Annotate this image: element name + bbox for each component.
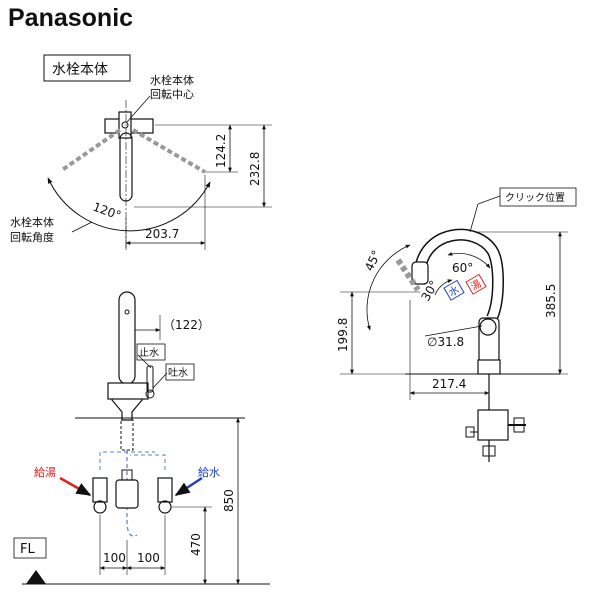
- dim-470: 470: [189, 533, 203, 556]
- rotation-angle-value: 120°: [91, 200, 123, 223]
- dim-232: 232.8: [248, 152, 262, 186]
- hot-supply-label: 給湯: [34, 465, 56, 479]
- rotation-arc: [47, 177, 211, 232]
- cold-supply-arrow: [174, 476, 203, 497]
- angle-60: 60°: [452, 261, 473, 275]
- floor-level-label: FL: [20, 542, 35, 557]
- side-connector: [477, 409, 509, 441]
- dim-100-left: 100: [103, 551, 126, 565]
- floor-marker: [26, 570, 46, 584]
- rotation-center-label-1: 水栓本体: [150, 73, 194, 87]
- dim-850: 850: [222, 489, 236, 512]
- water-badge: 水: [443, 279, 465, 301]
- pull-out-hose: [126, 450, 138, 537]
- rotation-center-label-2: 回転中心: [150, 88, 194, 101]
- lever-handle: [146, 365, 154, 393]
- cold-supply-valve: [157, 477, 173, 503]
- dim-199: 199.8: [336, 318, 350, 352]
- dim-100-right: 100: [137, 551, 160, 565]
- hot-supply-valve: [92, 477, 108, 503]
- rotation-angle-label-1: 水栓本体: [10, 215, 54, 229]
- rotation-angle-label-2: 回転角度: [10, 230, 54, 244]
- click-position-label: クリック位置: [505, 191, 565, 204]
- diameter-label: ∅31.8: [427, 335, 464, 349]
- dim-width-203: 203.7: [145, 227, 179, 241]
- stop-water-label: 止水: [139, 347, 159, 359]
- side-view: [340, 195, 568, 462]
- spout-front: [118, 291, 136, 385]
- angle-45: 45°: [362, 248, 384, 273]
- dim-124: 124.2: [214, 134, 228, 168]
- dim-385: 385.5: [544, 284, 558, 318]
- top-view-label-box: [43, 54, 131, 82]
- center-connector: [115, 479, 139, 509]
- front-view: [22, 291, 270, 585]
- spout-reach-dim: （122）: [163, 318, 210, 332]
- top-view-label: 水栓本体: [52, 62, 108, 78]
- top-view: [43, 54, 272, 250]
- discharge-label: 吐水: [168, 367, 188, 379]
- cold-supply-label: 給水: [198, 465, 220, 479]
- dim-217: 217.4: [432, 377, 466, 391]
- hot-supply-arrow: [59, 476, 92, 497]
- hot-badge: 湯: [465, 273, 487, 295]
- brand-logo: Panasonic: [8, 4, 133, 32]
